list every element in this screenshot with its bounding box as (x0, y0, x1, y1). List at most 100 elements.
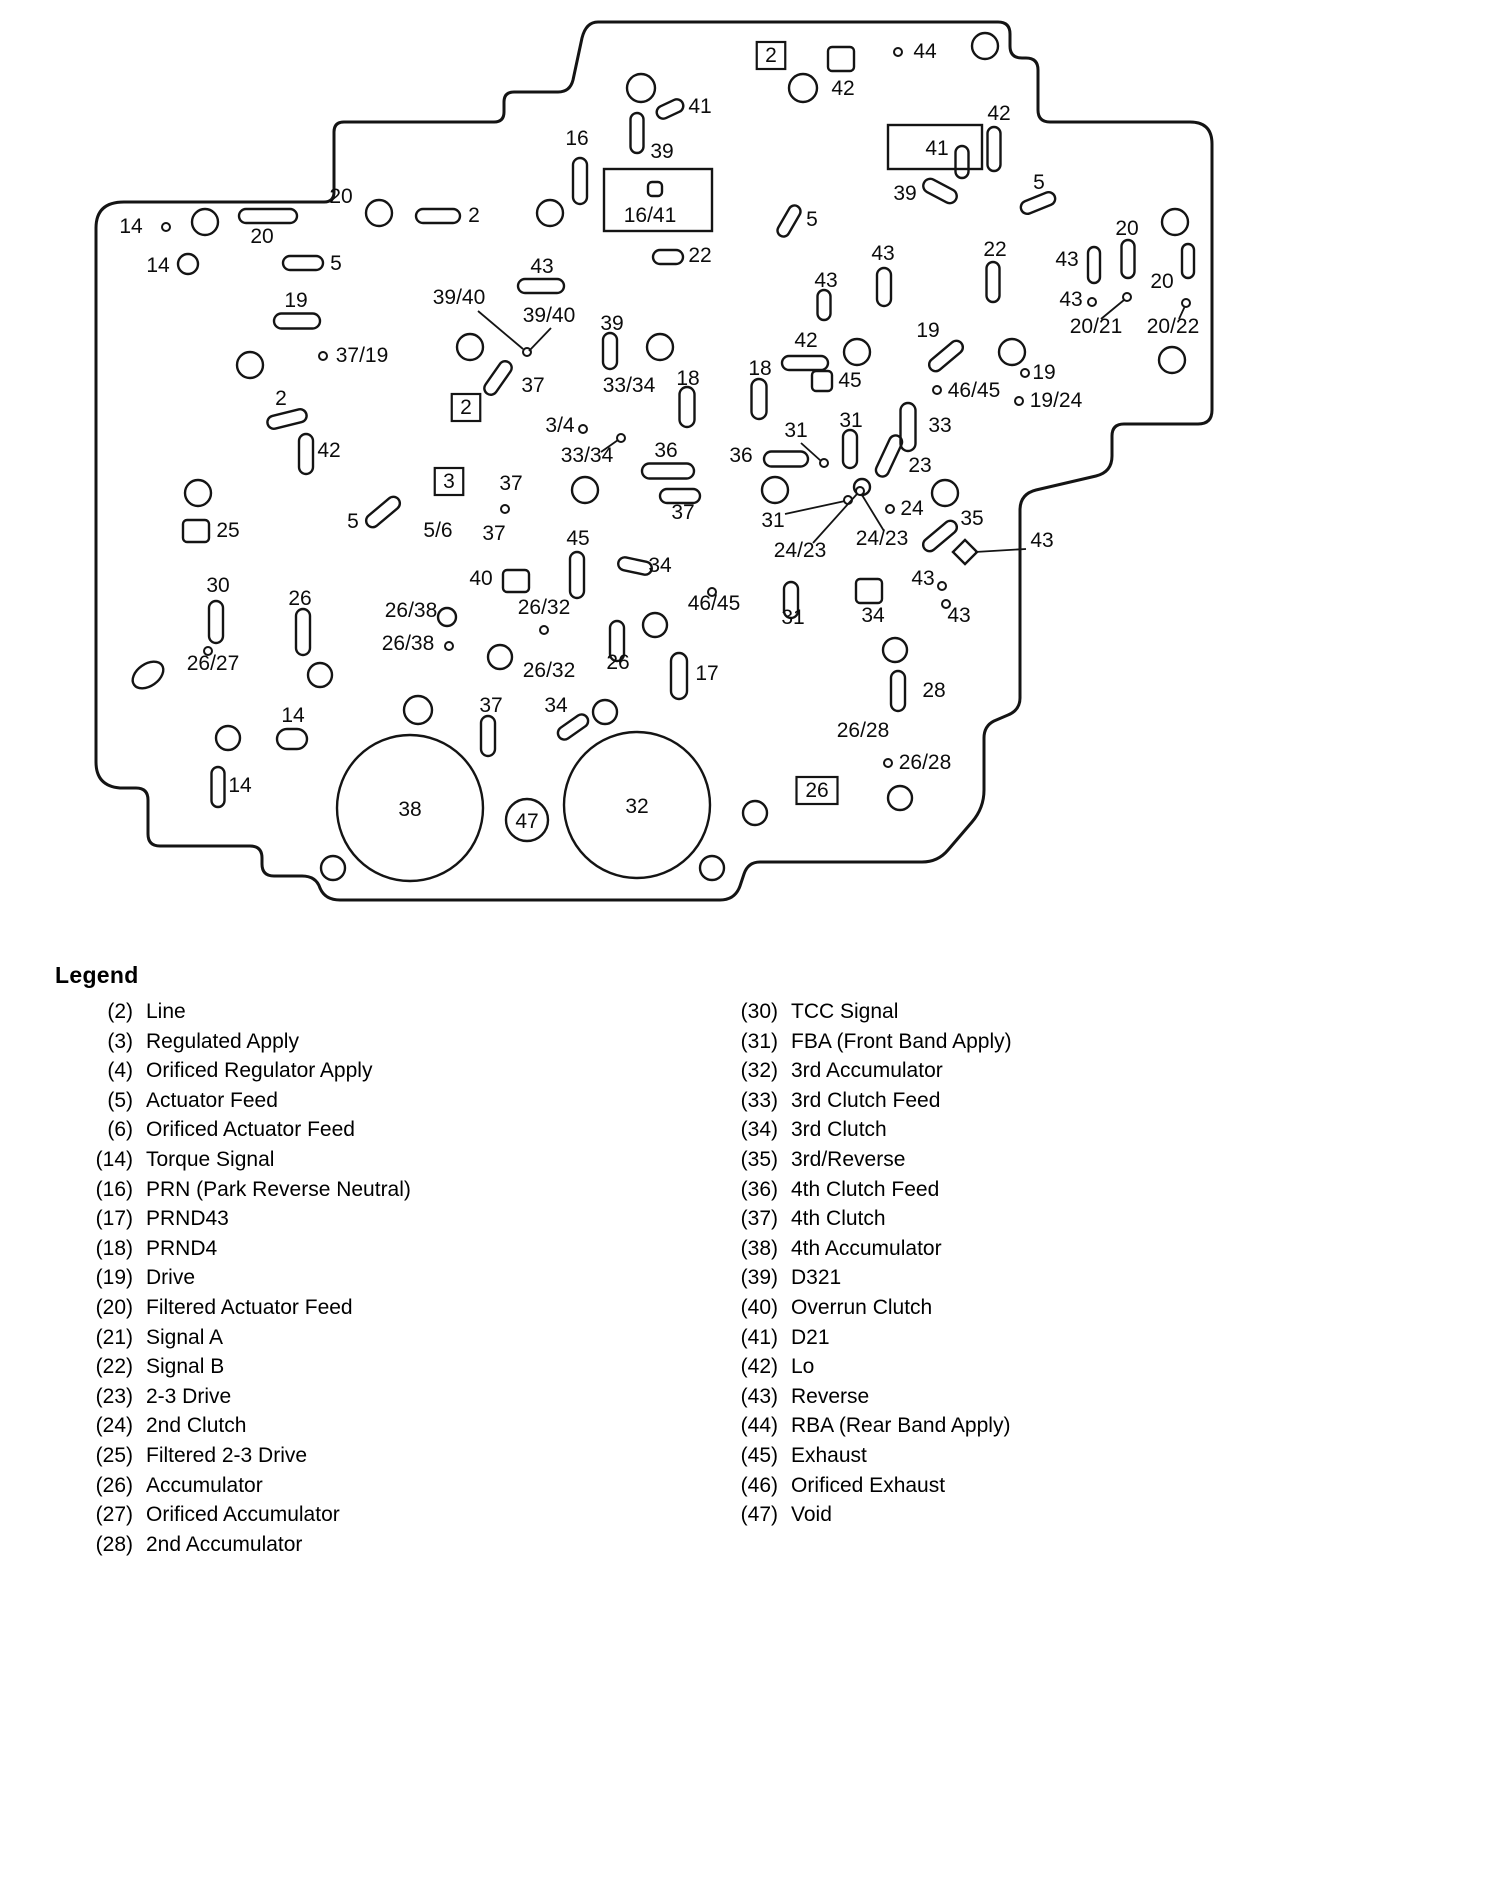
legend-item: (19)Drive (55, 1263, 700, 1293)
passage-number-label: 37 (671, 501, 694, 524)
legend-item: (4)Orificed Regulator Apply (55, 1056, 700, 1086)
passage-hole (281, 254, 325, 272)
orifice-dot (1020, 368, 1030, 378)
passage-number-label: 46/45 (948, 379, 1001, 402)
passage-hole (854, 577, 884, 605)
passage-number-label: 26/28 (837, 719, 890, 742)
legend-item-number: (30) (740, 1000, 778, 1023)
hole-32-3rd-accumulator (562, 730, 712, 880)
passage-number-label: 40 (469, 567, 492, 590)
passage-number-label: 35 (960, 507, 983, 530)
passage-number-label: 20 (329, 185, 352, 208)
passage-hole (319, 854, 347, 882)
legend-item-label: RBA (Rear Band Apply) (791, 1414, 1011, 1438)
passage-number-label: 2 (275, 387, 287, 410)
legend-item-number: (19) (95, 1266, 133, 1290)
legend-item-number: (32) (740, 1059, 778, 1083)
legend-item-number: (16) (95, 1177, 133, 1201)
passage-hole (306, 661, 334, 689)
passage-hole (483, 360, 513, 396)
legend-item: (21)Signal A (55, 1323, 700, 1353)
passage-number-label: 24 (900, 497, 924, 520)
orifice-dot (161, 222, 171, 232)
legend-item-number: (47) (740, 1503, 778, 1527)
legend-item-number: (39) (740, 1266, 778, 1290)
legend-item-label: Orificed Actuator Feed (146, 1118, 355, 1142)
legend-item: (35) 3rd/Reverse (700, 1145, 1345, 1175)
legend-item-label: Torque Signal (146, 1147, 275, 1171)
passage-hole (625, 72, 657, 104)
passage-hole (651, 248, 685, 266)
legend-item: (41)D21 (700, 1323, 1345, 1353)
passage-number-label: 18 (676, 367, 699, 390)
orifice-dot (937, 581, 947, 591)
label-box (433, 466, 465, 497)
legend-item: (16)PRN (Park Reverse Neutral) (55, 1175, 700, 1205)
passage-number-label: 39 (600, 312, 623, 335)
legend-item: (31)FBA (Front Band Apply) (700, 1027, 1345, 1057)
passage-hole (927, 339, 965, 373)
passage-hole (535, 198, 565, 228)
passage-number-label: 18 (748, 357, 771, 380)
passage-number-label: 37 (479, 694, 502, 717)
passage-hole (235, 350, 265, 380)
passage-number-label: 45 (566, 527, 589, 550)
legend-item: (43)Reverse (700, 1382, 1345, 1412)
legend-item-label: 3rd/Reverse (791, 1147, 906, 1171)
passage-number-label: 3 (443, 470, 455, 493)
passage-number-label: 37 (521, 374, 544, 397)
passage-hole (645, 332, 675, 362)
legend-item-number: (34) (740, 1118, 778, 1142)
passage-number-label: 19 (284, 289, 307, 312)
passage-number-label: 19/24 (1030, 389, 1083, 412)
passage-hole (970, 31, 1000, 61)
passage-hole (272, 312, 322, 330)
legend-item: (3)Regulated Apply (55, 1027, 700, 1057)
passage-hole (985, 260, 1001, 304)
legend-item-label: 2nd Accumulator (146, 1532, 303, 1556)
legend-item: (6)Orificed Actuator Feed (55, 1115, 700, 1145)
leader-line (861, 494, 885, 532)
hole-47-void (504, 797, 550, 843)
passage-number-label: 43 (814, 269, 837, 292)
passage-hole (1160, 207, 1190, 237)
passage-hole (951, 538, 979, 566)
passage-number-label: 26/38 (382, 632, 435, 655)
passage-number-label: 5 (806, 208, 818, 231)
legend-item-number: (45) (740, 1443, 778, 1467)
passage-number-label: 2 (468, 204, 480, 227)
legend-item-number: (5) (107, 1088, 133, 1112)
legend-item: (2)Line (55, 997, 700, 1027)
passage-number-label: 26/27 (187, 652, 240, 675)
legend-item: (20)Filtered Actuator Feed (55, 1293, 700, 1323)
legend-item: (18)PRND4 (55, 1234, 700, 1264)
leader-lines-layer (477, 299, 1186, 553)
passage-hole (237, 207, 299, 225)
passage-number-label: 20 (250, 225, 273, 248)
passage-number-label: 14 (146, 254, 170, 277)
passage-number-label: 31 (761, 509, 784, 532)
orifice-dot (932, 385, 942, 395)
orifice-dot (203, 646, 213, 656)
legend-item-number: (31) (740, 1029, 778, 1053)
orifice-dot (819, 458, 829, 468)
leader-line (600, 439, 619, 453)
legend-column-left: (2)Line(3)Regulated Apply(4)Orificed Reg… (55, 997, 700, 1559)
passage-number-label: 44 (913, 40, 937, 63)
passage-number-label: 42 (794, 329, 817, 352)
passage-number-label: 47 (515, 810, 538, 833)
group-box-16-41 (602, 167, 714, 233)
legend-item: (36)4th Clutch Feed (700, 1175, 1345, 1205)
passage-hole (782, 580, 800, 620)
legend-item-number: (35) (740, 1147, 778, 1171)
passage-number-label: 16 (565, 127, 588, 150)
legend-column-right: (30)TCC Signal(31)FBA (Front Band Apply)… (700, 997, 1345, 1559)
passage-hole (617, 556, 653, 576)
legend-item: (28)2nd Accumulator (55, 1530, 700, 1560)
legend-item-label: Line (146, 1000, 186, 1023)
orifice-dot (578, 424, 588, 434)
passage-hole (826, 45, 856, 73)
passage-number-label: 39 (893, 182, 916, 205)
